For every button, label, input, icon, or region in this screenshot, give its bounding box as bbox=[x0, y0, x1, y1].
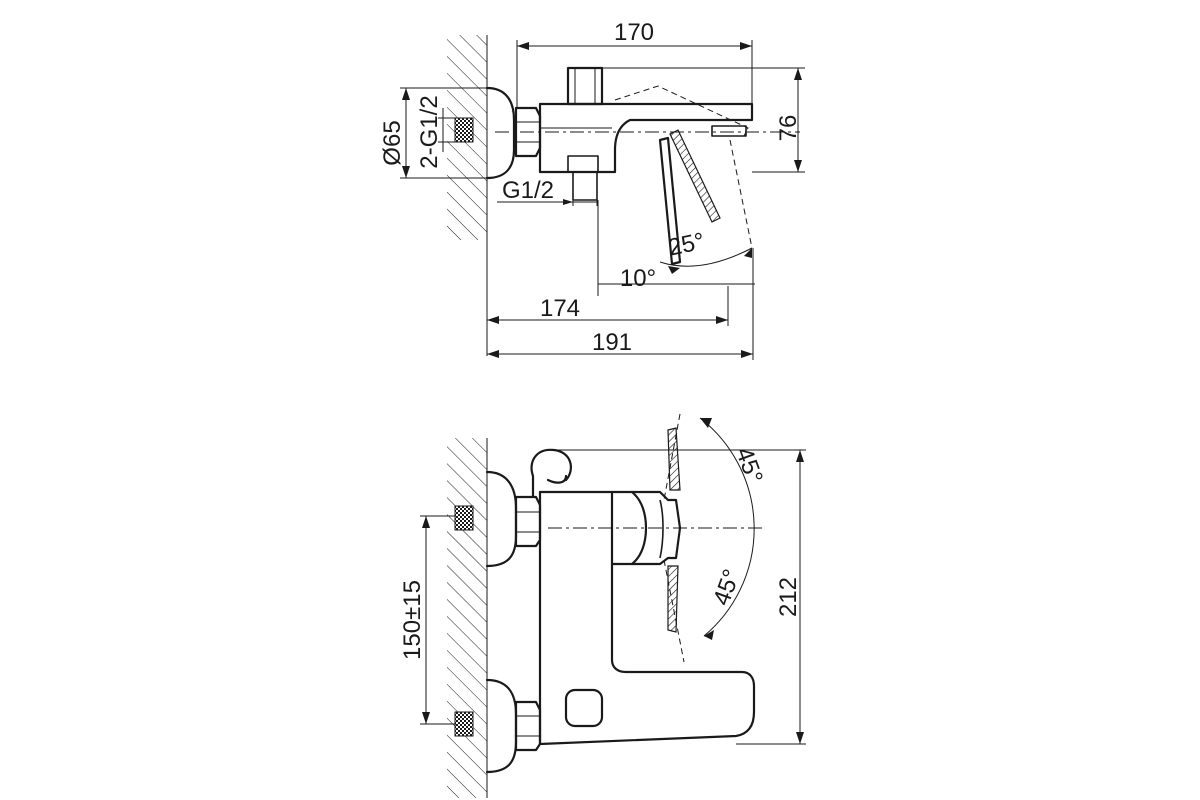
dim-inlet-thread: 2-G1/2 bbox=[416, 95, 456, 169]
lever-raised-dashed bbox=[614, 85, 749, 137]
dim-170: 170 bbox=[516, 19, 753, 108]
dim-outlet-thread: G1/2 bbox=[497, 177, 598, 206]
dim-angles-top: 25° 10° bbox=[597, 200, 755, 296]
lever-blade-upper bbox=[667, 427, 681, 491]
hex-nut-lower bbox=[514, 700, 542, 752]
inlet-thread-upper bbox=[454, 505, 474, 531]
side-view: 45° 45° 150±15 212 bbox=[399, 413, 806, 798]
dim-label-76: 76 bbox=[775, 115, 802, 142]
dim-label-191: 191 bbox=[592, 329, 632, 356]
mixer-body-side bbox=[538, 490, 756, 746]
dim-label-inlet-thread: 2-G1/2 bbox=[416, 95, 443, 168]
wall-flange-upper bbox=[485, 470, 518, 568]
dim-center-distance: 150±15 bbox=[399, 515, 456, 725]
dim-label-212: 212 bbox=[775, 577, 802, 617]
dim-label-angle-lower: 45° bbox=[708, 566, 746, 609]
inlet-thread-lower bbox=[454, 711, 474, 737]
dim-angles-side: 45° 45° bbox=[699, 417, 768, 640]
dim-label-outlet-thread: G1/2 bbox=[502, 177, 554, 204]
dim-191: 191 bbox=[487, 248, 754, 360]
handle-hub bbox=[610, 490, 648, 566]
dim-label-diameter: Ø65 bbox=[379, 120, 406, 165]
spout-tip-top bbox=[711, 125, 747, 137]
dim-76: 76 bbox=[602, 67, 805, 173]
wall-hatch-side bbox=[447, 438, 488, 798]
mixer-body-top bbox=[538, 102, 754, 174]
dim-label-angle-10: 10° bbox=[620, 265, 656, 292]
diverter-knob-top bbox=[566, 66, 604, 106]
top-view: 170 76 Ø65 2-G1/2 bbox=[379, 19, 805, 360]
dim-212: 212 bbox=[548, 449, 806, 745]
hex-nut-upper bbox=[514, 495, 542, 548]
dim-174: 174 bbox=[486, 240, 729, 356]
dim-label-174: 174 bbox=[540, 295, 580, 322]
inlet-thread-top bbox=[454, 117, 474, 143]
dim-label-170: 170 bbox=[614, 19, 654, 46]
lever-blade-lower bbox=[667, 565, 679, 633]
diverter-button-side bbox=[564, 688, 604, 728]
lever-blade-top bbox=[658, 136, 682, 266]
shower-hook bbox=[530, 448, 572, 498]
lever-tilted-hatched bbox=[669, 129, 721, 223]
dim-label-angle-25: 25° bbox=[666, 228, 707, 262]
wall-flange-top bbox=[485, 86, 516, 180]
dim-label-center-distance: 150±15 bbox=[399, 580, 426, 660]
dim-diameter: Ø65 bbox=[379, 87, 487, 179]
wall-flange-lower bbox=[485, 678, 518, 774]
outlet-nub-top bbox=[567, 155, 599, 173]
